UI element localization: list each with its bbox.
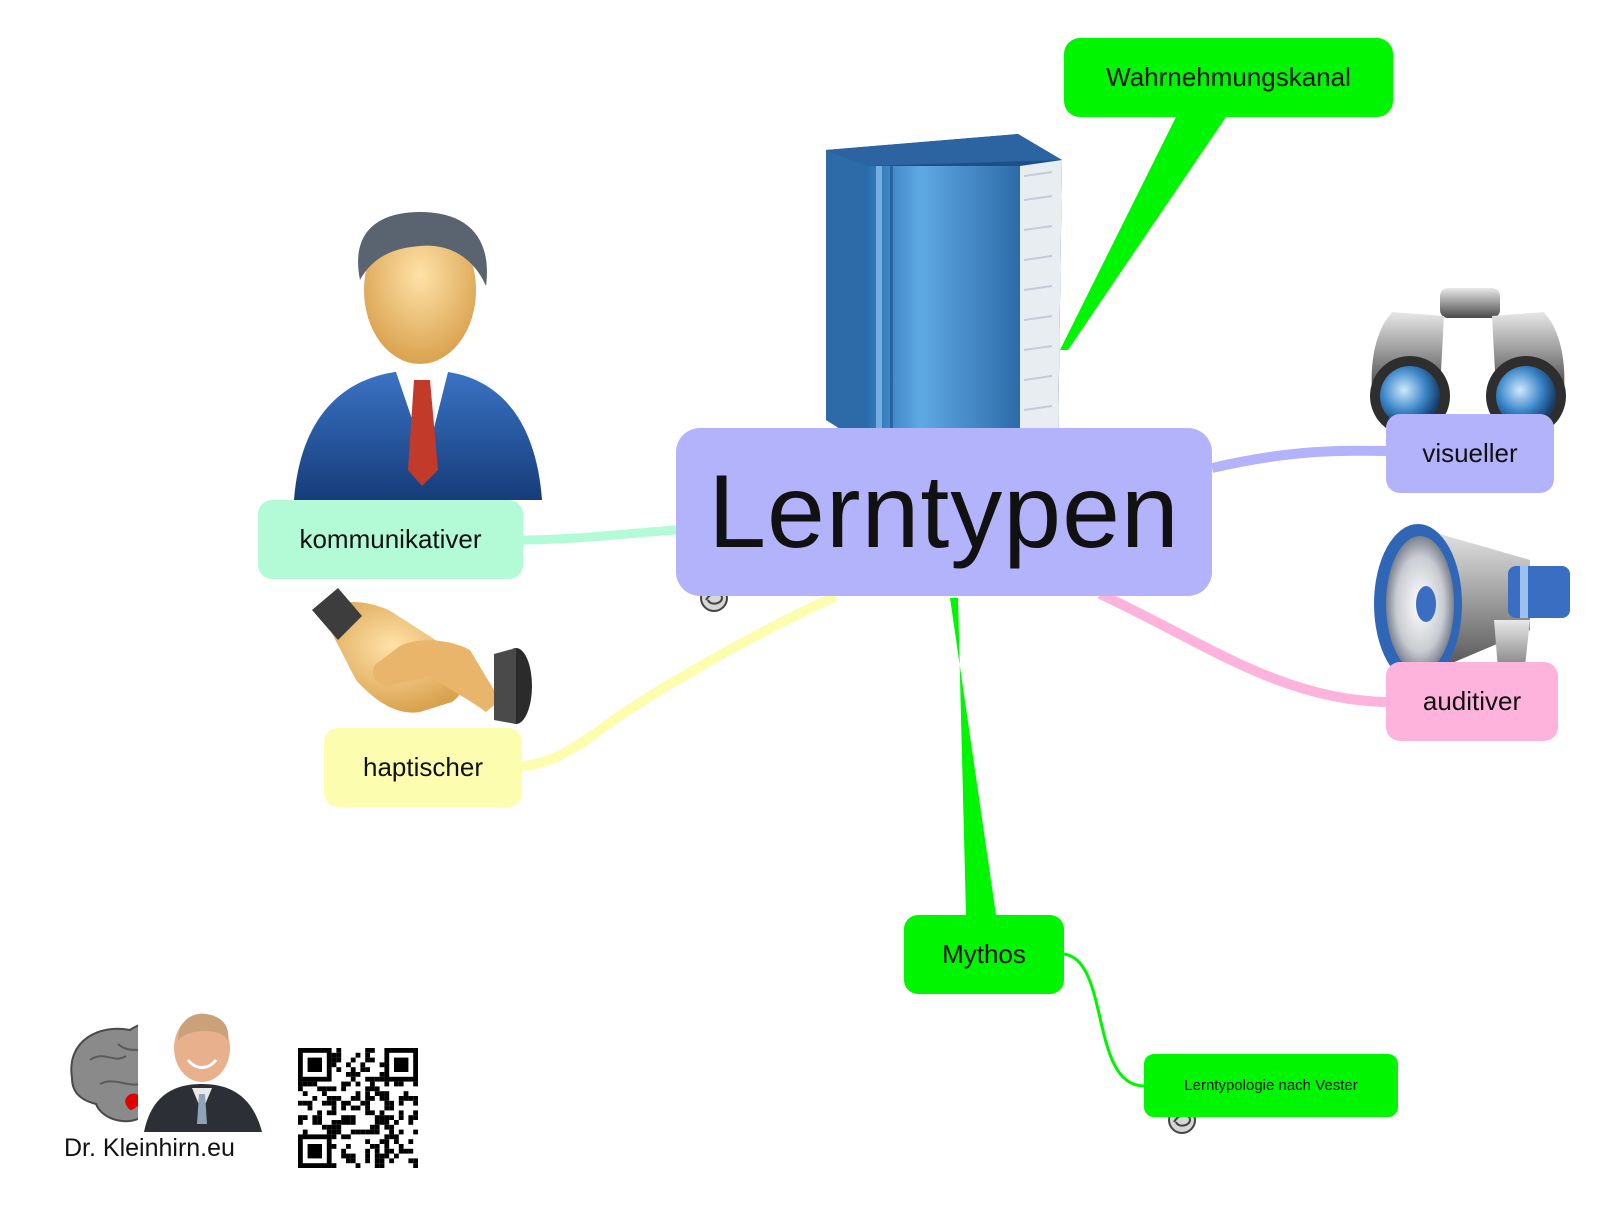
subnode-vester[interactable]: Lerntypologie nach Vester [1144,1054,1398,1117]
branch-label: Mythos [942,939,1026,969]
brand-text: Dr. Kleinhirn.eu [64,1134,235,1162]
branch-wahrnehmungskanal[interactable]: Wahrnehmungskanal [1064,38,1393,117]
branch-visueller[interactable]: visueller [1386,414,1554,493]
connector-auditiver [1097,589,1387,707]
connector-wahrnehmungskanal [1060,117,1226,350]
connector-kommunikativer [522,525,677,545]
connectors [521,117,1387,1088]
qr-code [294,1044,422,1172]
connector-visueller [1210,445,1387,473]
portrait-photo [138,1013,262,1132]
branch-label: visueller [1422,438,1518,468]
businessman-icon [294,212,542,500]
central-topic[interactable]: Lerntypen [676,428,1212,596]
connector-vester [1063,952,1145,1088]
central-topic-label: Lerntypen [708,453,1180,570]
branch-haptischer[interactable]: haptischer [324,728,522,807]
handshake-icon [312,588,532,724]
subnode-label: Lerntypologie nach Vester [1184,1077,1358,1094]
branch-auditiver[interactable]: auditiver [1386,662,1558,741]
connector-mythos [950,598,996,915]
branch-label: haptischer [363,752,483,782]
branch-label: auditiver [1422,686,1522,716]
connector-haptischer [521,591,839,771]
branch-label: Wahrnehmungskanal [1106,62,1351,92]
branch-kommunikativer[interactable]: kommunikativer [258,500,523,579]
branch-mythos[interactable]: Mythos [904,915,1064,994]
book-icon [826,134,1062,448]
branch-label: kommunikativer [299,524,482,554]
